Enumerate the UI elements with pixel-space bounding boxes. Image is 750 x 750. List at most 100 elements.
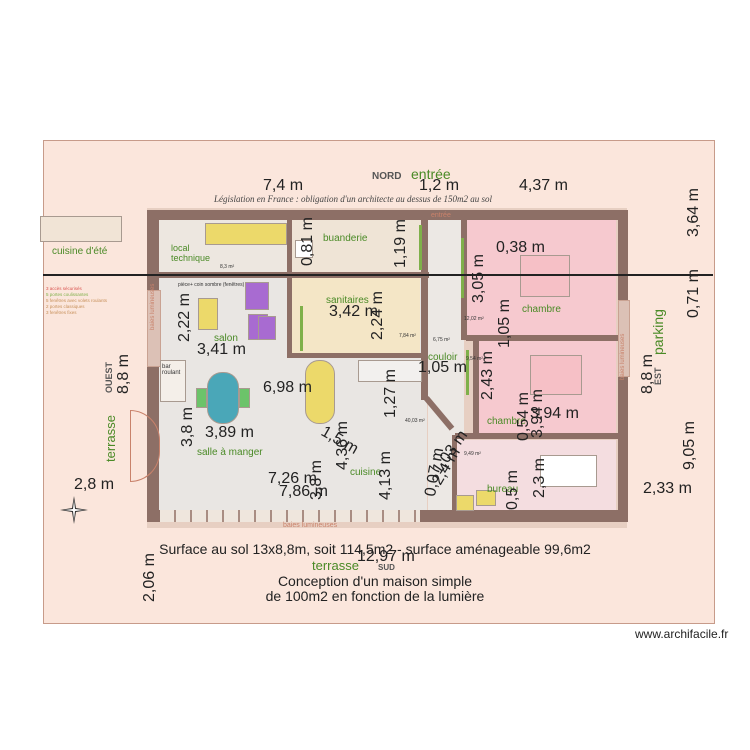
- bar-roulant-label: bar roulant: [162, 364, 181, 376]
- area-label: 9,54 m²: [466, 356, 483, 362]
- north-label: NORD: [372, 171, 402, 182]
- title-line-1: Conception d'un maison simple: [277, 573, 473, 589]
- dimension-label: 8,8 m: [115, 353, 132, 394]
- sanitaires-floor: [290, 278, 420, 353]
- salle-a-manger-label: salle à manger: [197, 447, 263, 458]
- bed: [520, 255, 570, 297]
- dimension-label: 7,26 m: [268, 470, 317, 487]
- dining-chair: [239, 388, 250, 408]
- entree-small-label: entrée: [431, 212, 451, 219]
- dimension-label: 2,24 m: [369, 291, 386, 340]
- bureau-label: bureau: [487, 484, 519, 495]
- bar-roulant: [160, 360, 186, 402]
- interior-wall: [461, 220, 467, 340]
- sofa: [198, 298, 218, 330]
- baies-east-label: baies lumineuses: [620, 333, 626, 380]
- dimension-label: 7,86 m: [279, 483, 328, 500]
- dimension-label: 0,38 m: [496, 239, 545, 256]
- legend-item: 3 accès sécurisés: [46, 286, 82, 291]
- local-technique-area: 8,3 m²: [220, 264, 235, 270]
- dimension-label: 3,41 m: [197, 341, 246, 358]
- interior-wall: [466, 335, 618, 341]
- dimension-label: 3,94 m: [530, 405, 579, 422]
- sliding-door: [300, 306, 303, 351]
- parking-label: parking: [650, 309, 666, 355]
- dimension-label: 4,37 m: [519, 177, 568, 194]
- sud-label: SUD: [378, 563, 395, 572]
- baies-south-label: baies lumineuses: [283, 522, 338, 529]
- ouest-label: OUEST: [104, 361, 114, 393]
- kitchen-counter: [358, 360, 422, 382]
- dimension-label: 2,8 m: [74, 476, 115, 493]
- dimension-label: 3,42 m: [329, 303, 378, 320]
- legend-item: 5 portes coulissantes: [46, 292, 89, 297]
- dimension-label: 0,71 m: [685, 269, 702, 318]
- separator-line: [43, 274, 713, 276]
- sanitaires-label: sanitaires: [326, 295, 369, 306]
- salon-note: pièce+ coin sombre (fenêtres): [178, 282, 245, 288]
- dimension-label: 1,2 m: [419, 177, 460, 194]
- cuisine-label: cuisine: [350, 467, 382, 478]
- dimension-label: 3,94 m: [529, 389, 546, 438]
- dimension-label: 0,81 m: [299, 217, 316, 266]
- legend: 3 accès sécurisés 5 portes coulissantes …: [46, 286, 107, 316]
- area-label: 6,75 m²: [433, 337, 450, 343]
- dimension-label: 12,97 m: [357, 548, 415, 565]
- dimension-label: 9,05 m: [681, 421, 698, 470]
- dimension-label: 4,13 m: [377, 451, 394, 500]
- interior-wall: [473, 340, 479, 435]
- interior-wall: [287, 353, 424, 358]
- dimension-label: 2,3 m: [531, 457, 548, 498]
- dining-chair: [196, 388, 207, 408]
- legend-item: 2 portes classiques: [46, 304, 85, 309]
- terrasse-south-label: terrasse: [312, 558, 359, 573]
- chambre1-label: chambre: [522, 304, 561, 315]
- armchair: [258, 316, 276, 340]
- couloir-label: couloir: [428, 352, 458, 363]
- local-technique-label: local technique: [171, 243, 211, 263]
- dimension-label: 3,05 m: [470, 254, 487, 303]
- window-west: [147, 290, 161, 367]
- dimension-label: 2,43 m: [479, 351, 496, 400]
- legend-item: 5 fenêtres avec volets roulants: [46, 298, 108, 303]
- kitchen-counter-local: [205, 223, 287, 245]
- salon-label: salon: [214, 333, 238, 344]
- interior-wall: [421, 220, 428, 400]
- sliding-door: [419, 225, 422, 270]
- window-east: [618, 300, 630, 377]
- interior-wall: [452, 435, 457, 513]
- title-line-2: de 100m2 en fonction de la lumière: [265, 588, 485, 604]
- dimension-label: 6,98 m: [263, 379, 312, 396]
- terrasse-west-label: terrasse: [103, 415, 118, 462]
- window-south: [160, 510, 420, 522]
- area-label: 9,49 m²: [464, 451, 481, 457]
- legend-item: 3 fenêtres fixes: [46, 310, 77, 315]
- dimension-label: 1,05 m: [496, 299, 513, 348]
- desk: [540, 455, 597, 487]
- sliding-door: [461, 238, 464, 298]
- sliding-door: [466, 350, 469, 395]
- baies-west-label: baies lumineuses: [150, 283, 156, 330]
- armchair: [245, 282, 269, 310]
- chambre2-label: chambre: [487, 416, 526, 427]
- compass-rose-icon: [60, 496, 88, 524]
- dimension-label: 3,89 m: [205, 424, 254, 441]
- area-label: 12,02 m²: [464, 316, 484, 322]
- dimension-label: 1,19 m: [392, 219, 409, 268]
- bed: [530, 355, 582, 395]
- watermark: www.archifacile.fr: [635, 627, 729, 641]
- wardrobe: [476, 490, 496, 506]
- dimension-label: 3,64 m: [685, 188, 702, 237]
- area-label: 40,03 m²: [405, 418, 425, 424]
- wall-north: [147, 210, 627, 220]
- washing-machine: [295, 240, 313, 258]
- kitchen-island: [305, 360, 335, 424]
- interior-wall: [287, 220, 292, 358]
- cuisine-ete-label: cuisine d'été: [52, 246, 108, 257]
- dimension-label: 8,8 m: [639, 353, 656, 394]
- dimension-label: 2,22 m: [176, 293, 193, 342]
- buanderie-label: buanderie: [323, 233, 368, 244]
- surface-caption: Surface au sol 13x8,8m, soit 114,5m2 - s…: [159, 541, 591, 557]
- wardrobe: [456, 495, 474, 511]
- dimension-label: 1,27 m: [382, 369, 399, 418]
